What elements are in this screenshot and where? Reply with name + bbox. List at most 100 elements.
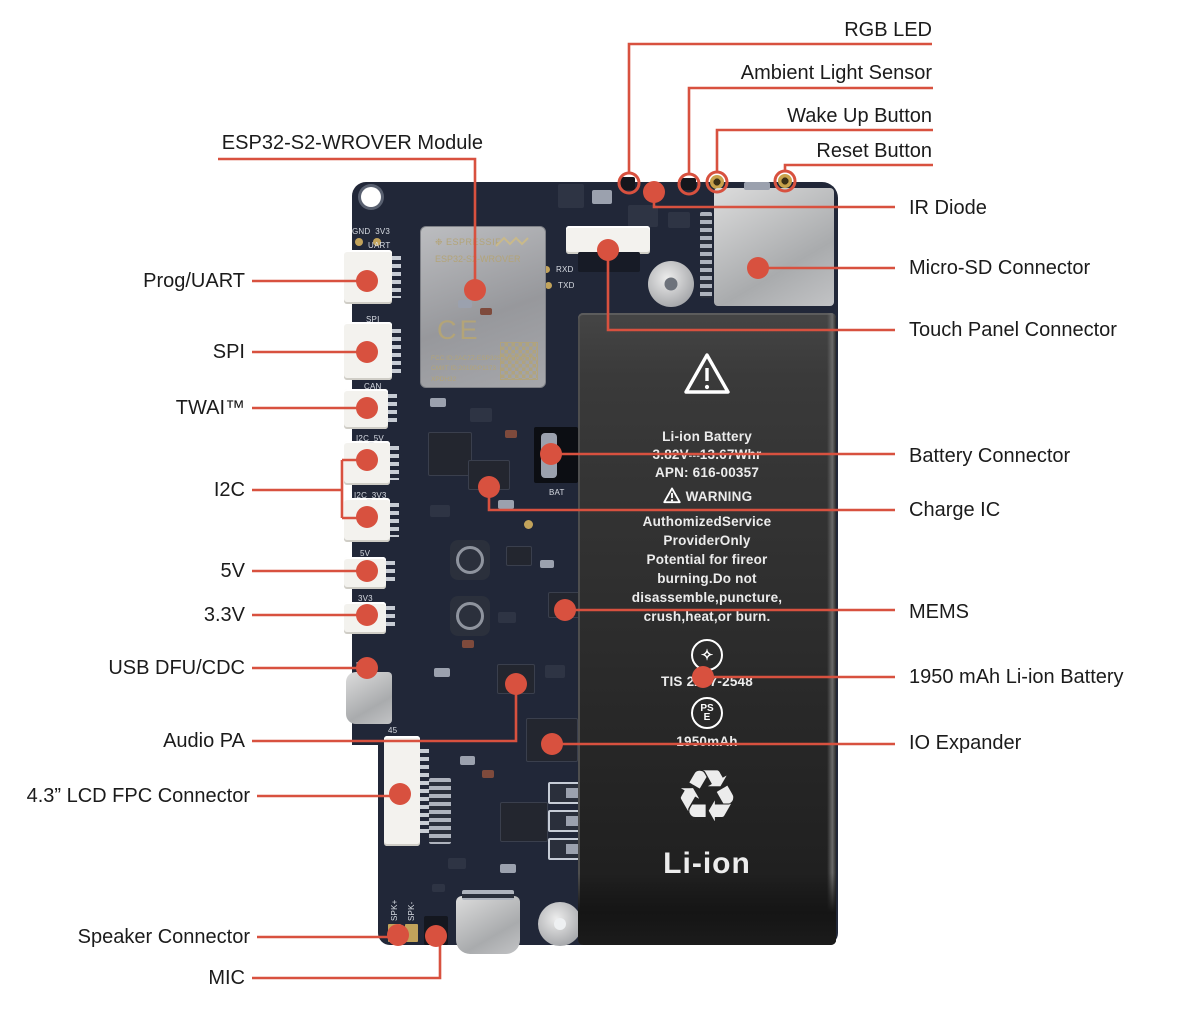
passive-part: [545, 665, 565, 678]
label-5v: 5V: [220, 560, 245, 582]
small-ic: [592, 190, 612, 204]
connector-pins: [386, 605, 395, 631]
label-reset-button: Reset Button: [816, 140, 932, 162]
passive-part: [430, 398, 446, 407]
warning-triangle-small-icon: [663, 487, 681, 504]
silk-i2c-5v: I2C_5V: [356, 434, 384, 443]
power-inductor: [450, 540, 490, 580]
warning-triangle-icon: [684, 353, 730, 394]
power-inductor: [450, 596, 490, 636]
silk-spk-plus: SPK+: [390, 899, 399, 921]
5v-connector: [344, 557, 395, 589]
module-lot-code: XPDH32: [431, 376, 457, 383]
test-pad: [524, 520, 533, 529]
ir-diode-part: [646, 186, 662, 198]
label-micro-sd-connector: Micro-SD Connector: [909, 257, 1091, 279]
transceiver-chip: [428, 432, 472, 476]
speaker-pad-plus: [388, 924, 401, 942]
mic-part: [424, 916, 448, 945]
label-battery-connector: Battery Connector: [909, 445, 1071, 467]
passive-part: [448, 858, 466, 869]
passive-part: [498, 500, 514, 509]
lcd-fpc-connector: [384, 736, 429, 846]
label-speaker-connector: Speaker Connector: [77, 926, 250, 948]
ce-mark: CE: [437, 315, 481, 345]
charge-ic-part: [468, 460, 510, 490]
module-qr-code: [500, 342, 538, 380]
passive-part: [500, 864, 516, 873]
speaker-pad-minus: [405, 924, 418, 942]
silk-5v: 5V: [360, 549, 371, 558]
silk-spi: SPI: [366, 315, 380, 324]
silk-gnd: GND 3V3: [352, 227, 391, 236]
txd-pad: [545, 282, 552, 289]
connector-pins: [388, 393, 397, 425]
reset-button-part: [778, 174, 792, 188]
twai-connector: [344, 389, 397, 429]
label-1950mah-battery: 1950 mAh Li-ion Battery: [909, 666, 1124, 688]
battery-warning-title: WARNING: [578, 487, 836, 504]
silk-uart: UART: [368, 241, 391, 250]
mounting-hole: [361, 187, 381, 207]
passive-part: [480, 308, 492, 315]
esp32-s2-wrover-module: ❉ ESPRESSIF ESP32-S2-WROVER CE FCC ID:2A…: [420, 226, 546, 388]
battery-chemistry: Li-ion: [663, 847, 751, 880]
label-3v3: 3.3V: [203, 604, 245, 626]
connector-pins: [392, 328, 401, 374]
gnd-pad: [355, 238, 363, 246]
passive-part: [430, 505, 450, 517]
label-io-expander: IO Expander: [909, 732, 1022, 754]
label-lcd-fpc-connector: 4.3” LCD FPC Connector: [26, 785, 250, 807]
spi-connector: [344, 322, 401, 380]
connector-pins: [420, 749, 429, 833]
standoff-bottom: [538, 902, 582, 946]
pin-header-2row: [429, 778, 451, 844]
uart-connector: [344, 250, 401, 304]
silk-can: CAN: [364, 382, 382, 391]
module-cmiit-id: CMIIT ID:2019DP1173: [431, 365, 497, 372]
label-ir-diode: IR Diode: [909, 197, 987, 219]
battery-warning-line: burning.Do not: [657, 571, 757, 586]
label-mic: MIC: [208, 967, 245, 989]
mems-part: [548, 592, 580, 618]
battery-tis-number: TIS 2217-2548: [661, 674, 753, 689]
label-wake-up-button: Wake Up Button: [787, 105, 932, 127]
small-ic: [668, 212, 690, 228]
label-mems: MEMS: [909, 601, 969, 623]
connector-pins: [390, 503, 399, 537]
power-fet: [548, 838, 582, 860]
audio-pa-part: [497, 664, 535, 694]
module-fcc-id: FCC ID:2AC7Z-ESP32S2WROVER: [431, 355, 535, 362]
ir-receiver-part: [558, 184, 584, 208]
battery-title: Li-ion Battery: [662, 429, 752, 444]
module-name: ESP32-S2-WROVER: [435, 254, 521, 264]
label-usb-dfu-cdc: USB DFU/CDC: [108, 657, 245, 679]
label-prog-uart: Prog/UART: [143, 270, 245, 292]
micro-sd-connector: [714, 188, 834, 306]
tis-mark-icon: ✧: [691, 639, 723, 671]
label-i2c: I2C: [213, 479, 245, 501]
battery-voltage: 3.82V⎓13.67Whr: [652, 447, 762, 462]
rxd-pad: [543, 266, 550, 273]
usb-c-bottom-connector: [456, 896, 520, 954]
label-touch-panel-connector: Touch Panel Connector: [909, 319, 1117, 341]
silk-rxd: RXD: [556, 265, 574, 274]
leader-reset-button: [783, 163, 933, 170]
ambient-light-sensor-part: [681, 178, 696, 190]
passive-part: [505, 430, 517, 438]
leader-mic: [252, 940, 442, 980]
standoff-hole: [664, 277, 678, 291]
i2c-3v3-connector: [344, 498, 399, 542]
label-spi: SPI: [212, 341, 245, 363]
silk-bat: BAT: [549, 488, 565, 497]
i2c-5v-connector: [344, 441, 399, 485]
battery-warning-line: crush,heat,or burn.: [643, 609, 771, 624]
standoff-top: [648, 261, 694, 307]
standoff-hole: [554, 918, 566, 930]
silk-45: 45: [388, 726, 398, 735]
passive-part: [462, 640, 474, 648]
label-esp32-module: ESP32-S2-WROVER Module: [221, 132, 483, 154]
connector-pins: [390, 446, 399, 480]
